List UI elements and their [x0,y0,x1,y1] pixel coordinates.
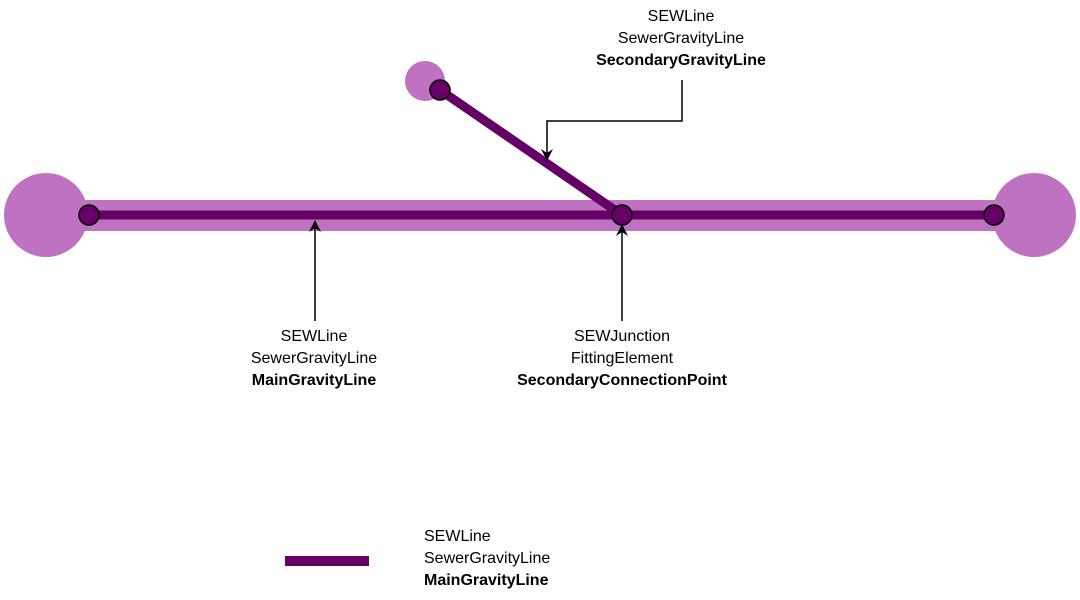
secondary-gravity-line-label-type: SewerGravityLine [617,30,745,47]
legend-swatch-line [285,556,369,566]
main-gravity-line-label-role: MainGravityLine [251,372,377,389]
secondary-connection-junction [611,204,633,226]
main-gravity-line-label: SEWLine SewerGravityLine MainGravityLine [164,326,464,392]
main-gravity-line-label-type: SewerGravityLine [250,350,378,367]
secondary-connection-point-label-role: SecondaryConnectionPoint [517,372,727,389]
secondary-gravity-line-label: SEWLine SewerGravityLine SecondaryGravit… [531,6,831,72]
legend-label: SEWLine SewerGravityLine MainGravityLine [424,526,550,592]
legend-label-type: SewerGravityLine [424,550,551,567]
legend-label-role: MainGravityLine [424,572,549,589]
secondary-connection-point-label-class: SEWJunction [573,328,671,345]
legend-swatch [285,556,369,566]
secondary-gravity-line-label-role: SecondaryGravityLine [596,52,766,69]
secondary-line-start-node [429,79,451,101]
main-gravity-line-label-class: SEWLine [280,328,348,345]
legend-label-class: SEWLine [424,528,491,545]
main-line-start-node [78,204,100,226]
secondary-gravity-line-label-class: SEWLine [647,8,715,25]
secondary-gravity-line [435,85,627,220]
secondary-connection-point-label: SEWJunction FittingElement SecondaryConn… [472,326,772,392]
secondary-gravity-line-arrow [541,80,683,161]
end-node-highlight [992,173,1076,257]
start-node-highlight [4,173,88,257]
secondary-connection-point-label-type: FittingElement [570,350,674,367]
main-line-end-node [983,204,1005,226]
